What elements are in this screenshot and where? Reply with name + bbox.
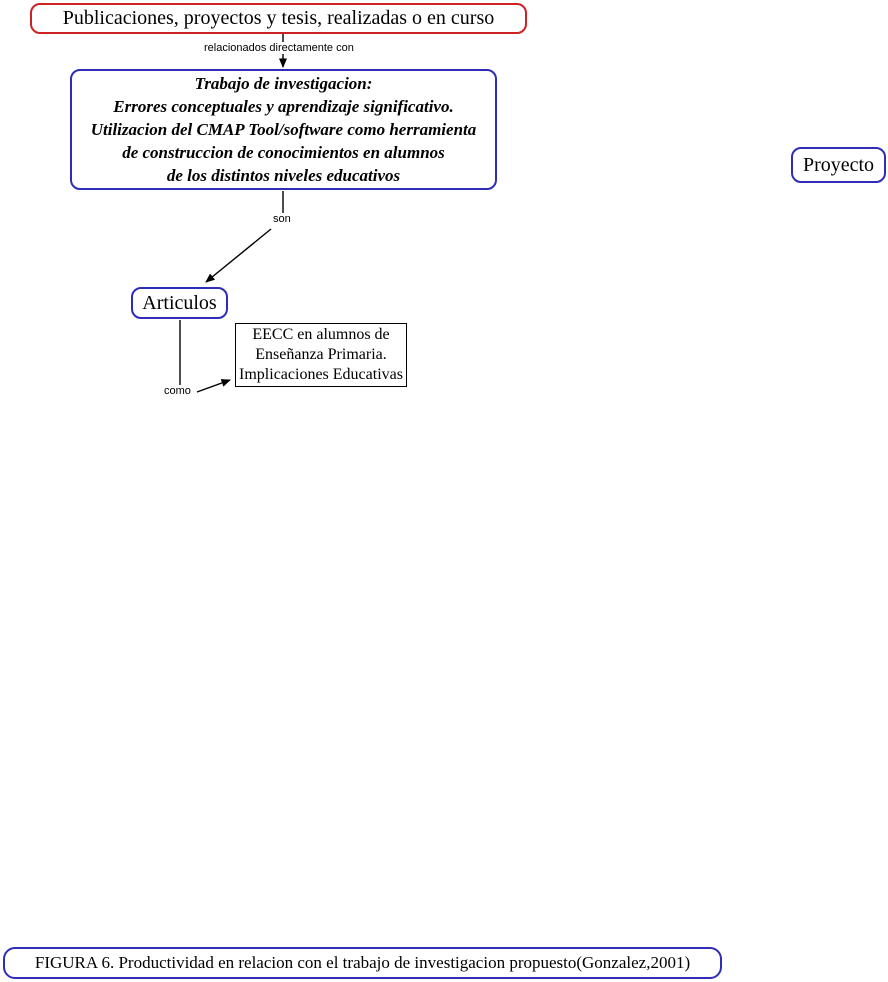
- concept-node-articulos-label: Articulos: [142, 291, 217, 314]
- trabajo-line-5: de los distintos niveles educativos: [166, 166, 401, 185]
- connector-son-to-articulos: [205, 228, 272, 283]
- figure-caption: FIGURA 6. Productividad en relacion con …: [3, 947, 722, 979]
- eecc-line-1: EECC en alumnos de: [252, 326, 390, 343]
- concept-node-publicaciones[interactable]: Publicaciones, proyectos y tesis, realiz…: [30, 3, 527, 34]
- concept-node-articulos[interactable]: Articulos: [131, 287, 228, 319]
- trabajo-line-1: Trabajo de investigacion:: [194, 74, 373, 93]
- eecc-line-3: Implicaciones Educativas: [239, 366, 403, 383]
- concept-node-publicaciones-label: Publicaciones, proyectos y tesis, realiz…: [62, 7, 495, 29]
- trabajo-line-3: Utilizacion del CMAP Tool/software como …: [90, 120, 477, 139]
- eecc-line-2: Enseñanza Primaria.: [255, 346, 387, 363]
- trabajo-line-4: de construccion de conocimientos en alum…: [122, 143, 445, 162]
- linking-phrase-como[interactable]: como: [162, 385, 193, 397]
- concept-node-proyecto-label: Proyecto: [802, 153, 875, 176]
- concept-node-eecc[interactable]: EECC en alumnos de Enseñanza Primaria. I…: [235, 323, 407, 387]
- trabajo-line-2: Errores conceptuales y aprendizaje signi…: [113, 97, 454, 116]
- connector-como-to-eecc: [196, 379, 231, 393]
- linking-phrase-relacionados[interactable]: relacionados directamente con: [202, 42, 356, 54]
- concept-node-trabajo-de-investigacion[interactable]: Trabajo de investigacion: Errores concep…: [70, 69, 497, 190]
- figure-caption-label: FIGURA 6. Productividad en relacion con …: [34, 953, 691, 973]
- concept-node-proyecto[interactable]: Proyecto: [791, 147, 886, 183]
- linking-phrase-son[interactable]: son: [271, 213, 293, 225]
